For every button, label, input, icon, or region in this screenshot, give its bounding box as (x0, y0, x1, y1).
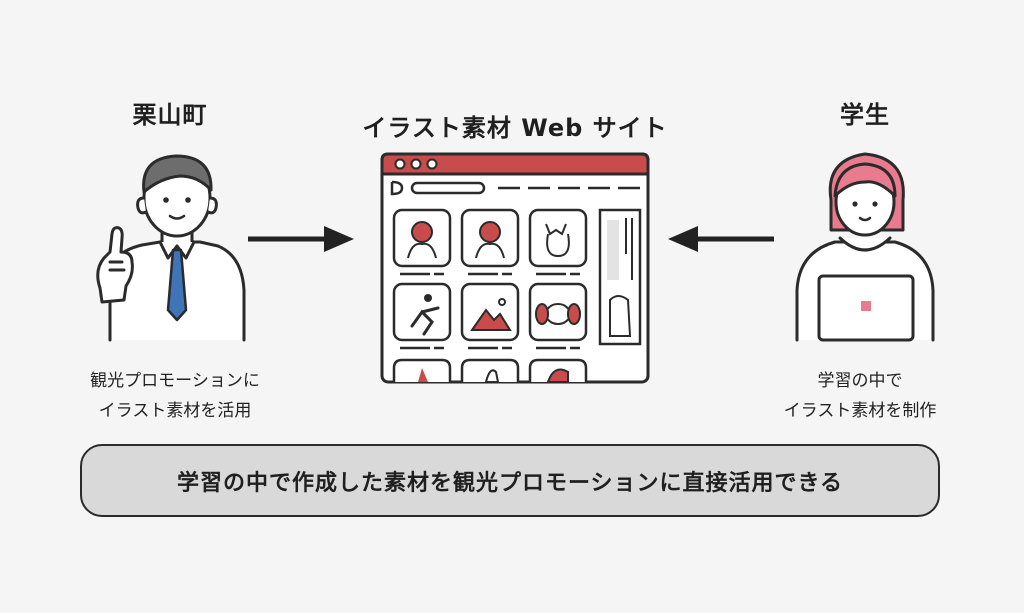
center-title: イラスト素材 Web サイト (362, 114, 668, 142)
left-caption-line-1: 観光プロモーションに (90, 371, 260, 391)
left-caption-line-2: イラスト素材を活用 (98, 401, 252, 421)
right-caption-line-1: 学習の中で (817, 371, 903, 391)
website-window-icon (380, 152, 650, 384)
man-pointing-icon (96, 154, 246, 342)
left-title: 栗山町 (132, 101, 208, 129)
student-laptop-icon (795, 152, 935, 342)
arrow-right-icon (248, 226, 354, 252)
arrow-left-icon (668, 226, 774, 252)
right-caption: 学習の中で イラスト素材を制作 (760, 366, 960, 426)
right-title: 学生 (840, 101, 890, 129)
summary-banner: 学習の中で作成した素材を観光プロモーションに直接活用できる (80, 444, 940, 517)
right-caption-line-2: イラスト素材を制作 (783, 401, 937, 421)
left-caption: 観光プロモーションに イラスト素材を活用 (70, 366, 280, 426)
